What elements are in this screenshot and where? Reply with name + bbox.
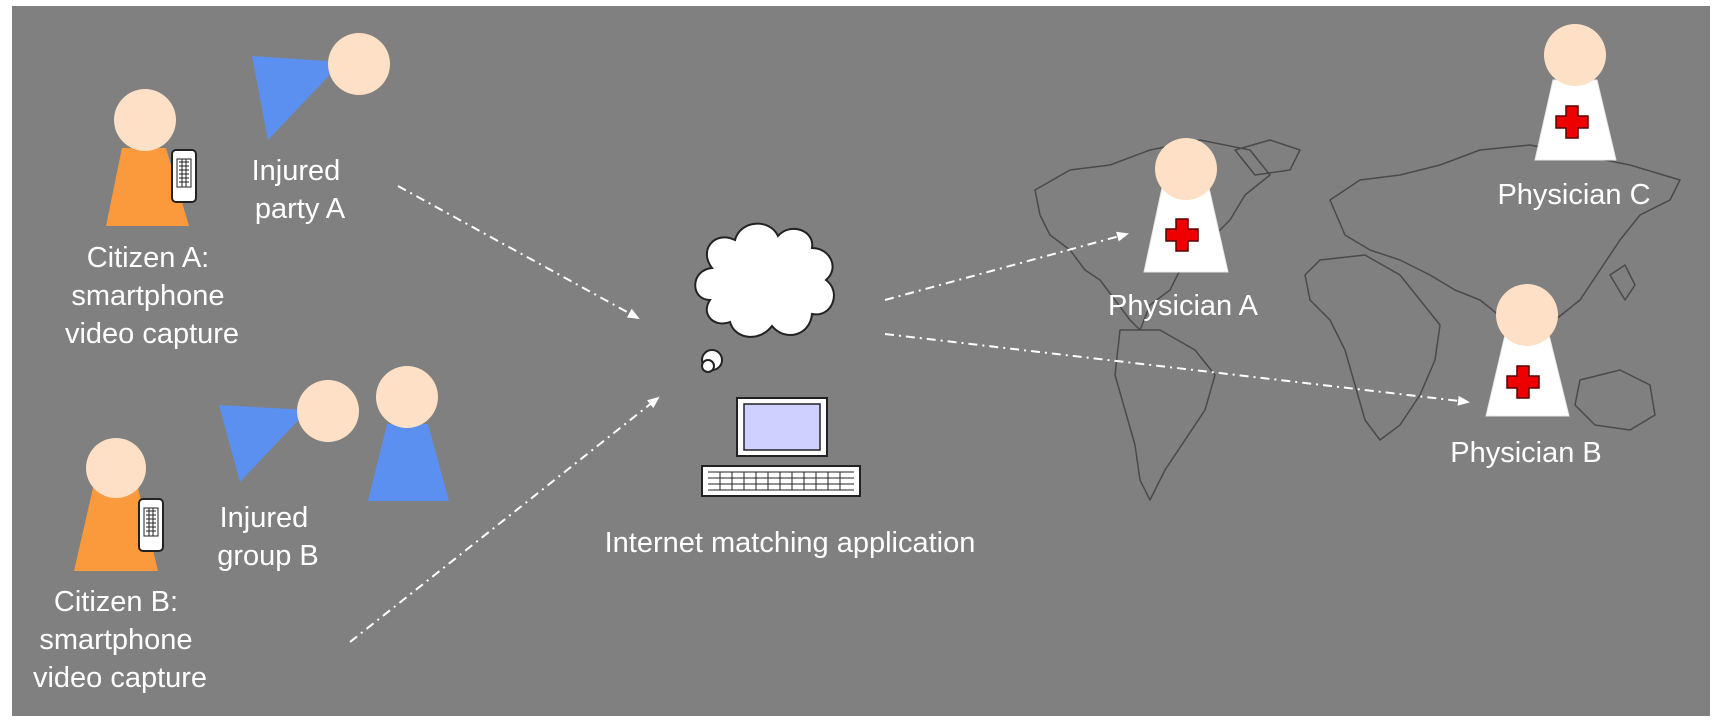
person-head: [86, 438, 146, 498]
application-label: Internet matching application: [605, 527, 976, 559]
person-head: [328, 33, 390, 95]
physician-a-figure: [1143, 138, 1229, 273]
person-head: [1496, 284, 1558, 346]
cloud-icon: [694, 222, 835, 373]
citizen-a-line-3: video capture: [65, 318, 239, 350]
citizen-b-line-1: Citizen B:: [54, 586, 178, 618]
arrow-citizen-b-to-app: [349, 396, 660, 643]
citizen-a-line-2: smartphone: [71, 280, 224, 312]
dashed-arrow-icon: [349, 185, 1470, 643]
injured-group-b-label: Injured group B: [217, 502, 319, 572]
citizen-a-line-1: Citizen A:: [87, 242, 210, 274]
person-icon: [368, 424, 449, 501]
arrow-injured-a-to-app: [397, 185, 640, 319]
citizen-b-line-2: smartphone: [39, 624, 192, 656]
citizen-b-label: Citizen B: smartphone video capture: [33, 586, 207, 694]
injured-party-a-label: Injured party A: [252, 155, 349, 225]
person-head: [1544, 24, 1606, 86]
injured-party-a-figure: [252, 33, 390, 140]
physician-c-label: Physician C: [1497, 179, 1650, 211]
computer-icon: [701, 397, 861, 497]
smartphone-icon: [138, 498, 164, 552]
physician-c-figure: [1534, 24, 1617, 161]
physician-b-figure: [1485, 284, 1570, 417]
citizen-a-label: Citizen A: smartphone video capture: [65, 242, 239, 350]
injured-group-b-figure: [219, 366, 449, 501]
person-head: [297, 380, 359, 442]
diagram-panel: [12, 6, 1710, 716]
injured-group-b-line-1: Injured: [220, 502, 309, 534]
person-icon: [219, 405, 308, 482]
injured-group-b-line-2: group B: [217, 540, 319, 572]
injured-party-a-line-2: party A: [255, 193, 346, 225]
citizen-a-figure: [106, 89, 197, 226]
injured-party-a-line-1: Injured: [252, 155, 341, 187]
monitor-screen: [743, 403, 821, 451]
physician-a-label: Physician A: [1108, 290, 1259, 322]
person-head: [1155, 138, 1217, 200]
person-head: [114, 89, 176, 151]
physician-b-label: Physician B: [1450, 437, 1602, 469]
person-icon: [74, 488, 158, 571]
person-icon: [106, 148, 189, 226]
person-head: [376, 366, 438, 428]
smartphone-icon: [171, 149, 197, 203]
person-icon: [252, 56, 342, 140]
citizen-b-line-3: video capture: [33, 662, 207, 694]
arrow-app-to-physician-b: [884, 333, 1470, 406]
citizen-b-figure: [74, 438, 164, 571]
